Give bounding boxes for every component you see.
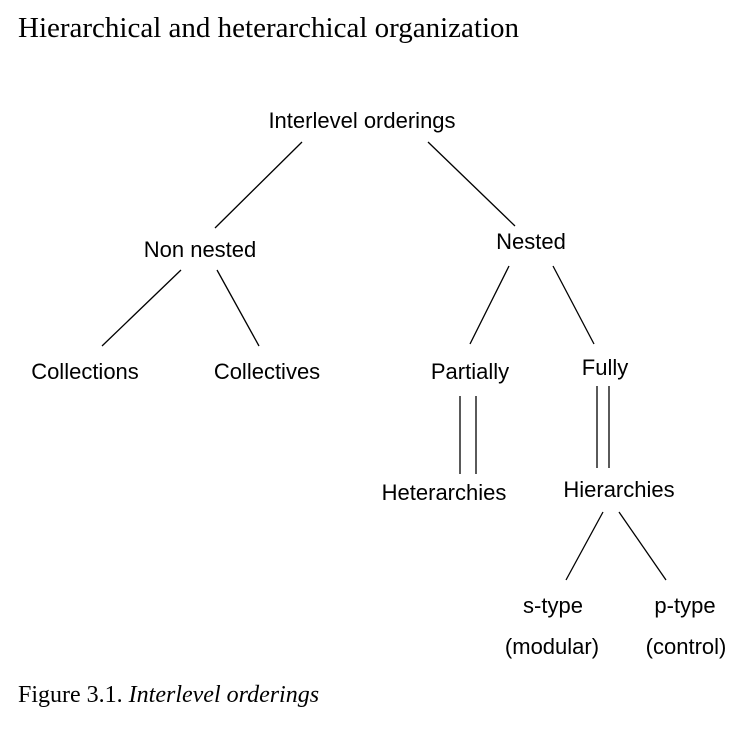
edge-hierarchies-s-type — [565, 511, 604, 581]
node-collectives: Collectives — [214, 359, 320, 384]
figure-caption: Figure 3.1. Interlevel orderings — [18, 680, 319, 710]
edge-nested-fully — [552, 265, 595, 345]
edge-root-non-nested — [214, 141, 303, 229]
node-p-type: p-type — [654, 593, 715, 618]
edge-root-nested — [427, 141, 516, 227]
node-collections: Collections — [31, 359, 139, 384]
node-s-type-note: (modular) — [505, 634, 599, 659]
node-heterarchies: Heterarchies — [382, 480, 507, 505]
node-fully: Fully — [582, 355, 628, 380]
node-p-type-note: (control) — [646, 634, 727, 659]
node-nested: Nested — [496, 229, 566, 254]
edge-non-nested-collectives — [216, 269, 260, 347]
edge-nested-partially — [469, 265, 510, 345]
node-s-type: s-type — [523, 593, 583, 618]
node-non-nested: Non nested — [144, 237, 257, 262]
node-interlevel-orderings: Interlevel orderings — [268, 108, 455, 133]
edge-hierarchies-p-type — [618, 511, 667, 581]
node-hierarchies: Hierarchies — [563, 477, 674, 502]
edge-non-nested-collections — [101, 269, 182, 347]
page-heading: Hierarchical and heterarchical organizat… — [18, 12, 520, 44]
node-partially: Partially — [431, 359, 509, 384]
figure-caption-label: Figure 3.1. — [18, 682, 123, 708]
figure-caption-title: Interlevel orderings — [128, 682, 320, 708]
